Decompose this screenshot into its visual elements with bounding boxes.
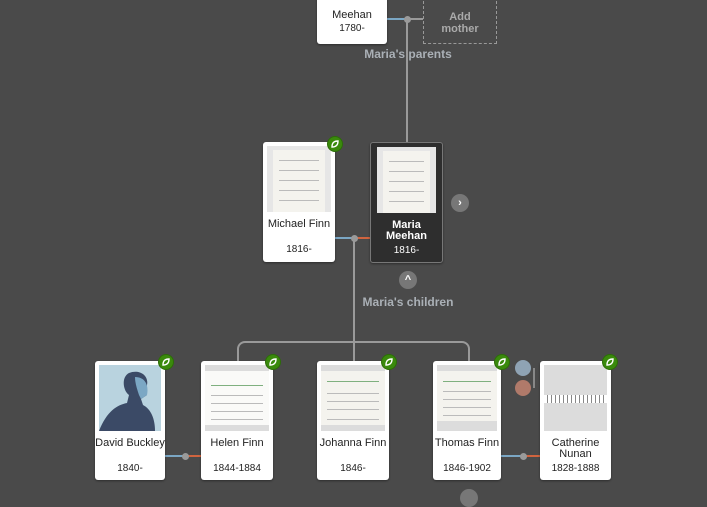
record-thumbnail (377, 147, 436, 213)
parents-bracket (533, 368, 535, 388)
hint-leaf-icon[interactable] (602, 354, 618, 370)
person-name: Catherine Nunan (551, 437, 600, 460)
person-dates: 1846- (340, 463, 366, 474)
chevron-right-icon[interactable]: › (451, 194, 469, 212)
add-mother-button[interactable]: Add mother (423, 0, 497, 44)
person-card-maria-meehan[interactable]: Maria Meehan 1816- (370, 142, 443, 263)
connector-dot (520, 453, 527, 460)
person-name: David Buckley (95, 437, 165, 449)
record-thumbnail (267, 146, 331, 212)
person-dates: 1846-1902 (443, 463, 491, 474)
couple-line-male (335, 237, 354, 239)
father-avatar-icon[interactable] (515, 360, 531, 376)
person-card-helen-finn[interactable]: Helen Finn 1844-1884 (201, 361, 273, 480)
person-card-michael-finn[interactable]: Michael Finn 1816- (263, 142, 335, 262)
hint-leaf-icon[interactable] (327, 136, 343, 152)
chevron-up-icon[interactable]: ^ (399, 271, 417, 289)
hint-leaf-icon[interactable] (381, 354, 397, 370)
person-dates: 1844-1884 (213, 463, 261, 474)
person-name: Michael Finn (267, 218, 331, 230)
hint-leaf-icon[interactable] (158, 354, 174, 370)
parents-section-label: Maria's parents (364, 47, 452, 61)
person-silhouette-icon (99, 371, 155, 431)
person-card-meehan[interactable]: Meehan 1780- (317, 0, 387, 44)
hint-leaf-icon[interactable] (265, 354, 281, 370)
person-card-thomas-finn[interactable]: Thomas Finn 1846-1902 (433, 361, 501, 480)
chevron-down-icon[interactable] (460, 489, 478, 507)
connector-dot (404, 16, 411, 23)
person-dates: 1816- (393, 245, 420, 256)
couple-line-male (387, 18, 407, 20)
person-dates: 1828-1888 (551, 463, 600, 474)
connector-dot (182, 453, 189, 460)
person-name: Thomas Finn (434, 437, 500, 449)
record-thumbnail (544, 365, 607, 431)
person-card-catherine-nunan[interactable]: Catherine Nunan 1828-1888 (540, 361, 611, 480)
connector-dot (351, 235, 358, 242)
children-line (353, 239, 355, 361)
children-bracket (237, 341, 470, 363)
person-card-david-buckley[interactable]: David Buckley 1840- (95, 361, 165, 480)
person-name: Helen Finn (210, 437, 264, 449)
record-thumbnail (205, 365, 269, 431)
couple-line-male (165, 455, 185, 457)
couple-line-female (185, 455, 201, 457)
person-dates: 1780- (339, 23, 365, 34)
children-section-label: Maria's children (362, 295, 454, 309)
couple-line-female (407, 18, 423, 20)
avatar (99, 365, 161, 431)
person-dates: 1816- (286, 244, 312, 255)
hint-leaf-icon[interactable] (494, 354, 510, 370)
couple-line-female (354, 237, 370, 239)
mother-avatar-icon[interactable] (515, 380, 531, 396)
person-dates: 1840- (117, 463, 143, 474)
couple-line-female (523, 455, 540, 457)
parent-line (406, 20, 408, 142)
person-name: Johanna Finn (319, 437, 387, 449)
person-card-johanna-finn[interactable]: Johanna Finn 1846- (317, 361, 389, 480)
record-thumbnail (437, 365, 497, 431)
person-name: Maria Meehan (386, 219, 427, 242)
couple-line-male (501, 455, 523, 457)
person-name: Meehan (332, 9, 372, 21)
record-thumbnail (321, 365, 385, 431)
